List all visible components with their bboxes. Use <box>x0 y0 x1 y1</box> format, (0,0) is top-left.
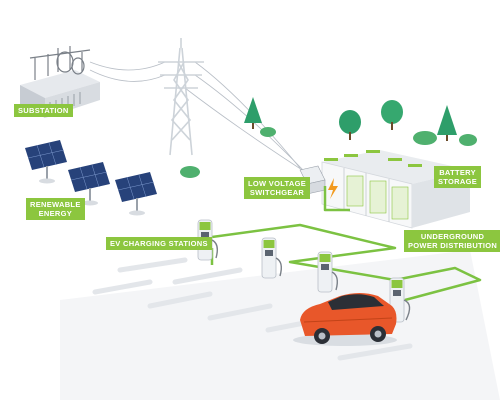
lightning-bolt-icon <box>328 178 338 199</box>
battery-cabinet-icon <box>321 150 470 229</box>
label-battery-storage: BATTERY STORAGE <box>434 166 482 188</box>
power-lines <box>89 61 311 176</box>
label-underground-line-2: POWER DISTRIBUTION <box>408 241 498 250</box>
label-battery-line-1: BATTERY <box>439 168 476 177</box>
label-ev-charging-stations: EV CHARGING STATIONS <box>106 237 212 250</box>
label-renewable-energy: RENEWABLE ENERGY <box>26 198 85 220</box>
solar-panel-icon <box>25 140 157 216</box>
electric-car-icon <box>293 293 397 346</box>
label-renewable-line-1: RENEWABLE <box>30 200 81 209</box>
label-switchgear-line-2: SWITCHGEAR <box>249 188 305 197</box>
label-switchgear-line-1: LOW VOLTAGE <box>248 179 307 188</box>
transmission-tower-icon <box>158 38 204 156</box>
tree-icon <box>180 97 477 178</box>
label-charging-line-1: EV CHARGING STATIONS <box>110 239 208 248</box>
label-renewable-line-2: ENERGY <box>38 209 73 218</box>
label-battery-line-2: STORAGE <box>438 177 478 186</box>
label-substation: SUBSTATION <box>14 104 73 117</box>
label-substation-line-1: SUBSTATION <box>18 106 69 115</box>
label-underground-power-distribution: UNDERGROUND POWER DISTRIBUTION <box>404 230 500 252</box>
label-underground-line-1: UNDERGROUND <box>420 232 485 241</box>
label-low-voltage-switchgear: LOW VOLTAGE SWITCHGEAR <box>244 177 311 199</box>
